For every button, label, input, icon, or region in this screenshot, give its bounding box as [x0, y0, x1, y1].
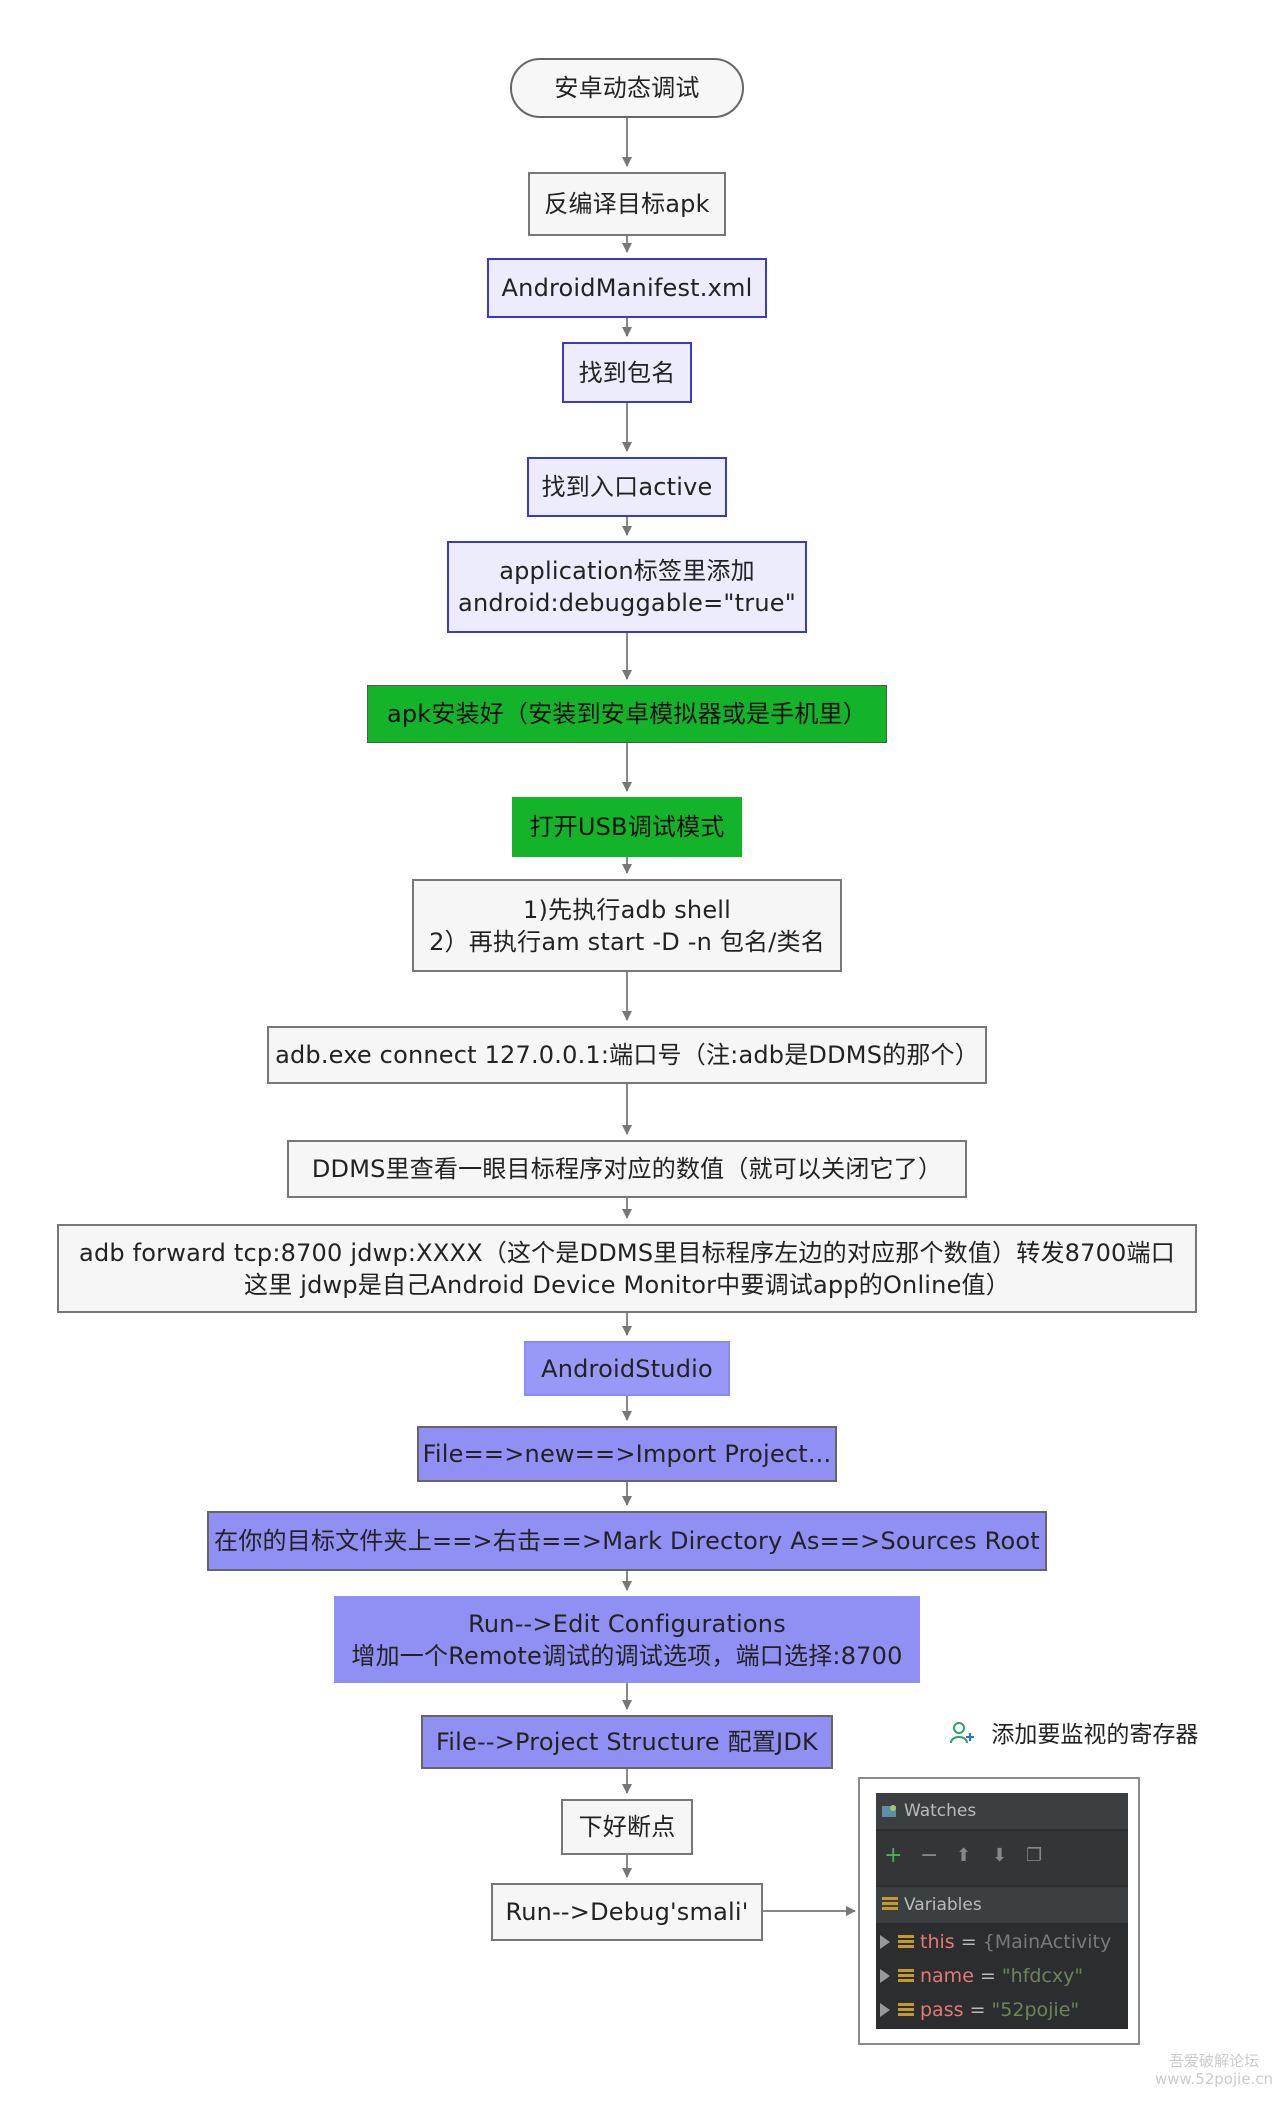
step-import-project-label: File==>new==>Import Project...	[422, 1440, 832, 1468]
variables-title: Variables	[904, 1895, 982, 1915]
watermark-line1: 吾爱破解论坛	[1169, 2052, 1260, 2070]
variable-value: "52pojie"	[991, 1999, 1080, 2021]
step-adb-shell-line2: 2）再执行am start -D -n 包名/类名	[429, 927, 825, 956]
step-add-debuggable: application标签里添加 android:debuggable="tru…	[447, 541, 807, 633]
step-import-project: File==>new==>Import Project...	[417, 1426, 837, 1482]
step-set-breakpoints-label: 下好断点	[578, 1813, 676, 1841]
step-mark-sources-root-label: 在你的目标文件夹上==>右击==>Mark Directory As==>Sou…	[214, 1527, 1040, 1555]
watches-panel: Watches + − ⬆ ⬇ ❐ Variables this = {Main…	[876, 1793, 1128, 2029]
watches-icon	[882, 1795, 898, 1817]
step-add-debuggable-line2: android:debuggable="true"	[458, 589, 796, 617]
field-icon	[898, 1969, 914, 1983]
flow-start-label: 安卓动态调试	[554, 74, 700, 102]
step-find-entry-activity: 找到入口active	[527, 457, 727, 517]
field-icon	[898, 1935, 914, 1949]
variable-name: pass	[920, 1999, 964, 2021]
step-decompile-apk: 反编译目标apk	[528, 172, 726, 236]
step-add-debuggable-line1: application标签里添加	[499, 557, 755, 585]
step-enable-usb-debugging-label: 打开USB调试模式	[529, 813, 725, 841]
step-adb-connect-label: adb.exe connect 127.0.0.1:端口号（注:adb是DDMS…	[275, 1041, 979, 1069]
step-run-debug-smali-label: Run-->Debug'smali'	[505, 1898, 749, 1926]
step-edit-configurations: Run-->Edit Configurations 增加一个Remote调试的调…	[334, 1596, 920, 1683]
step-edit-configurations-line2: 增加一个Remote调试的调试选项，端口选择:8700	[351, 1641, 903, 1670]
expand-triangle-icon[interactable]	[880, 2003, 890, 2017]
watches-header: Watches	[876, 1793, 1128, 1829]
step-run-debug-smali: Run-->Debug'smali'	[491, 1883, 763, 1941]
step-mark-sources-root: 在你的目标文件夹上==>右击==>Mark Directory As==>Sou…	[207, 1511, 1047, 1571]
step-adb-shell-am-start: 1)先执行adb shell 2）再执行am start -D -n 包名/类名	[412, 879, 842, 972]
step-set-breakpoints: 下好断点	[561, 1799, 693, 1855]
copy-icon[interactable]: ❐	[1026, 1845, 1043, 1866]
variable-row[interactable]: name = "hfdcxy"	[876, 1959, 1128, 1993]
variable-value: {MainActivity	[982, 1931, 1112, 1953]
step-adb-forward: adb forward tcp:8700 jdwp:XXXX（这个是DDMS里目…	[57, 1224, 1197, 1313]
field-icon	[898, 2003, 914, 2017]
watch-register-caption: 添加要监视的寄存器	[950, 1715, 1198, 1749]
step-android-studio: AndroidStudio	[524, 1341, 730, 1396]
watermark: 吾爱破解论坛 www.52pojie.cn	[1155, 2052, 1273, 2088]
step-install-apk: apk安装好（安装到安卓模拟器或是手机里）	[367, 685, 887, 743]
step-ddms-check-label: DDMS里查看一眼目标程序对应的数值（就可以关闭它了）	[311, 1155, 943, 1183]
variable-name: this	[920, 1931, 955, 1953]
variable-row[interactable]: this = {MainActivity	[876, 1925, 1128, 1959]
variables-header: Variables	[876, 1887, 1128, 1923]
step-decompile-apk-label: 反编译目标apk	[544, 190, 710, 218]
variable-equals: =	[969, 1999, 986, 2021]
step-enable-usb-debugging: 打开USB调试模式	[512, 797, 742, 857]
variable-equals: =	[960, 1931, 977, 1953]
person-add-icon	[950, 1721, 976, 1745]
step-project-structure-jdk-label: File-->Project Structure 配置JDK	[436, 1728, 818, 1756]
step-adb-connect: adb.exe connect 127.0.0.1:端口号（注:adb是DDMS…	[267, 1026, 987, 1084]
variable-equals: =	[979, 1965, 996, 1987]
step-edit-configurations-line1: Run-->Edit Configurations	[468, 1609, 786, 1638]
variable-value: "hfdcxy"	[1001, 1965, 1084, 1987]
step-adb-forward-line1: adb forward tcp:8700 jdwp:XXXX（这个是DDMS里目…	[79, 1238, 1175, 1267]
watch-register-caption-text: 添加要监视的寄存器	[991, 1722, 1199, 1748]
step-adb-forward-line2: 这里 jdwp是自己Android Device Monitor中要调试app的…	[244, 1270, 1010, 1299]
step-install-apk-label: apk安装好（安装到安卓模拟器或是手机里）	[386, 700, 868, 728]
step-find-package-label: 找到包名	[578, 358, 676, 387]
variable-row[interactable]: pass = "52pojie"	[876, 1993, 1128, 2027]
watches-toolbar: + − ⬆ ⬇ ❐	[876, 1831, 1128, 1885]
step-adb-shell-line1: 1)先执行adb shell	[522, 895, 732, 924]
flow-start: 安卓动态调试	[510, 58, 744, 118]
step-android-studio-label: AndroidStudio	[541, 1354, 713, 1383]
minus-icon[interactable]: −	[920, 1843, 939, 1868]
arrow-up-icon[interactable]: ⬆	[956, 1845, 972, 1866]
step-android-manifest: AndroidManifest.xml	[487, 258, 767, 318]
step-project-structure-jdk: File-->Project Structure 配置JDK	[421, 1715, 833, 1769]
variables-icon	[882, 1897, 898, 1911]
step-find-package: 找到包名	[562, 342, 692, 403]
step-ddms-check: DDMS里查看一眼目标程序对应的数值（就可以关闭它了）	[287, 1140, 967, 1198]
expand-triangle-icon[interactable]	[880, 1935, 890, 1949]
variable-name: name	[920, 1965, 974, 1987]
arrow-down-icon[interactable]: ⬇	[992, 1845, 1008, 1866]
plus-icon[interactable]: +	[884, 1843, 903, 1868]
expand-triangle-icon[interactable]	[880, 1969, 890, 1983]
step-find-entry-activity-label: 找到入口active	[541, 473, 713, 501]
step-android-manifest-label: AndroidManifest.xml	[501, 274, 753, 302]
watermark-line2: www.52pojie.cn	[1155, 2070, 1274, 2088]
watches-screenshot: Watches + − ⬆ ⬇ ❐ Variables this = {Main…	[858, 1777, 1140, 2045]
watches-title: Watches	[904, 1801, 977, 1821]
